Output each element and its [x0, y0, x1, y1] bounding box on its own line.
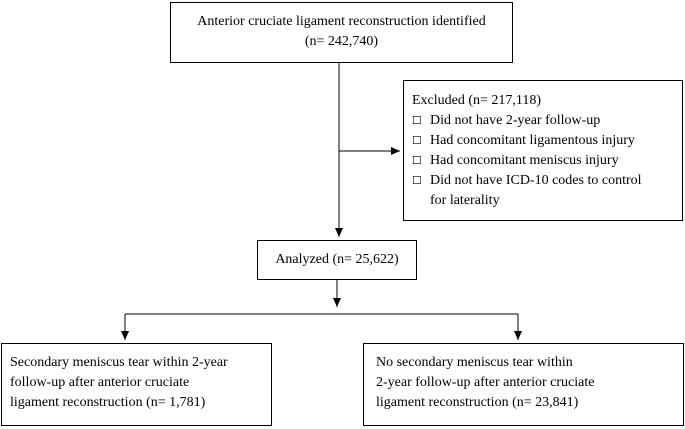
analyzed-box: Analyzed (n= 25,622)	[257, 240, 417, 280]
excluded-item-line: for laterality	[430, 193, 500, 208]
excluded-item: ☐ Had concomitant meniscus injury	[412, 151, 674, 171]
checkbox-bullet-icon: ☐	[412, 175, 422, 187]
excluded-item-text: Did not have ICD-10 codes to control for…	[430, 171, 642, 211]
checkbox-bullet-icon: ☐	[412, 115, 422, 127]
no-secondary-tear-line: No secondary meniscus tear within	[376, 355, 573, 370]
analyzed-label: Analyzed (n= 25,622)	[275, 252, 399, 267]
excluded-item: ☐ Did not have ICD-10 codes to control f…	[412, 171, 674, 211]
no-secondary-tear-line: ligament reconstruction (n= 23,841)	[376, 395, 579, 410]
excluded-item-text: Had concomitant meniscus injury	[430, 153, 619, 168]
identified-box: Anterior cruciate ligament reconstructio…	[170, 2, 513, 63]
excluded-item-line: Did not have ICD-10 codes to control	[430, 173, 642, 188]
no-secondary-tear-line: 2-year follow-up after anterior cruciate	[376, 375, 595, 390]
identified-count: (n= 242,740)	[304, 34, 379, 49]
secondary-tear-line: follow-up after anterior cruciate	[10, 375, 190, 390]
excluded-item-text: Did not have 2-year follow-up	[430, 113, 601, 128]
excluded-title: Excluded (n= 217,118)	[412, 93, 542, 108]
secondary-tear-line: ligament reconstruction (n= 1,781)	[10, 395, 206, 410]
checkbox-bullet-icon: ☐	[412, 155, 422, 167]
excluded-item: ☐ Did not have 2-year follow-up	[412, 111, 674, 131]
secondary-tear-box: Secondary meniscus tear within 2-year fo…	[1, 343, 272, 426]
no-secondary-tear-box: No secondary meniscus tear within 2-year…	[363, 343, 684, 426]
secondary-tear-line: Secondary meniscus tear within 2-year	[10, 355, 228, 370]
checkbox-bullet-icon: ☐	[412, 135, 422, 147]
excluded-box: Excluded (n= 217,118) ☐ Did not have 2-y…	[403, 80, 683, 221]
excluded-item-text: Had concomitant ligamentous injury	[430, 133, 635, 148]
excluded-item: ☐ Had concomitant ligamentous injury	[412, 131, 674, 151]
identified-label: Anterior cruciate ligament reconstructio…	[197, 14, 486, 29]
